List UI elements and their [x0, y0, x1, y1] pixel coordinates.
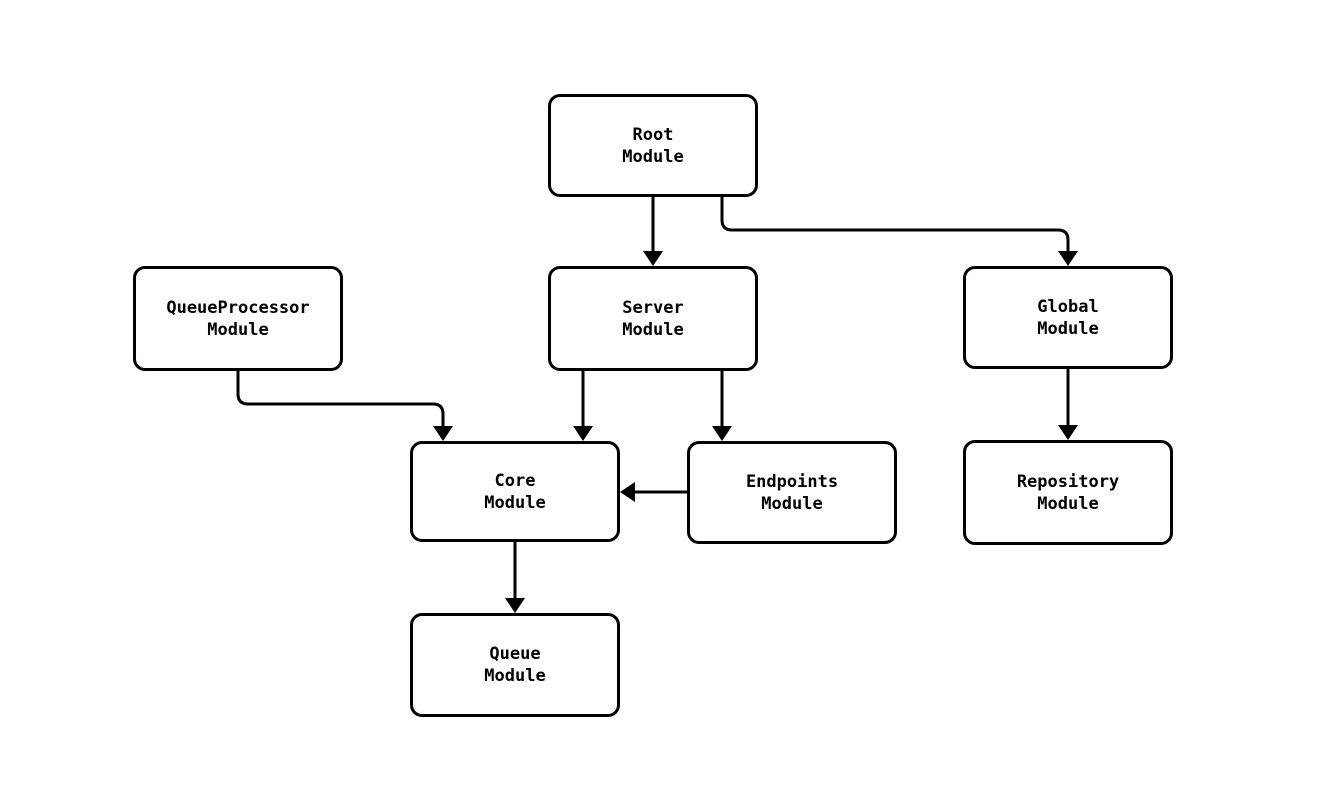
node-queue-label: Queue Module — [484, 644, 546, 686]
node-core-label: Core Module — [484, 470, 546, 513]
edge-arrowhead — [643, 251, 663, 266]
node-server-label: Server Module — [622, 297, 684, 340]
edge-arrowhead — [1058, 425, 1078, 440]
edge-arrowhead — [620, 482, 635, 502]
node-server[interactable]: Server Module — [548, 266, 758, 371]
node-queueprocessor[interactable]: QueueProcessor Module — [133, 266, 343, 371]
edge-arrowhead — [505, 598, 525, 613]
node-endpoints-label: Endpoints Module — [745, 471, 839, 514]
edge-line — [720, 197, 1070, 252]
node-queueprocessor-label: QueueProcessor Module — [166, 297, 310, 340]
node-queue[interactable]: Queue Module — [410, 613, 620, 717]
edge-arrowhead — [1058, 251, 1078, 266]
node-root-label: Root Module — [622, 124, 684, 167]
edge-arrowhead — [712, 426, 732, 441]
node-repository[interactable]: Repository Module — [963, 440, 1173, 545]
edge-line — [236, 371, 445, 427]
edge-arrowhead — [573, 426, 593, 441]
node-repository-label: Repository Module — [1016, 471, 1120, 514]
node-root[interactable]: Root Module — [548, 94, 758, 197]
edge-arrowhead — [433, 426, 453, 441]
node-endpoints[interactable]: Endpoints Module — [687, 441, 897, 544]
node-core[interactable]: Core Module — [410, 441, 620, 542]
node-global-label: Global Module — [1037, 296, 1099, 339]
node-global[interactable]: Global Module — [963, 266, 1173, 369]
